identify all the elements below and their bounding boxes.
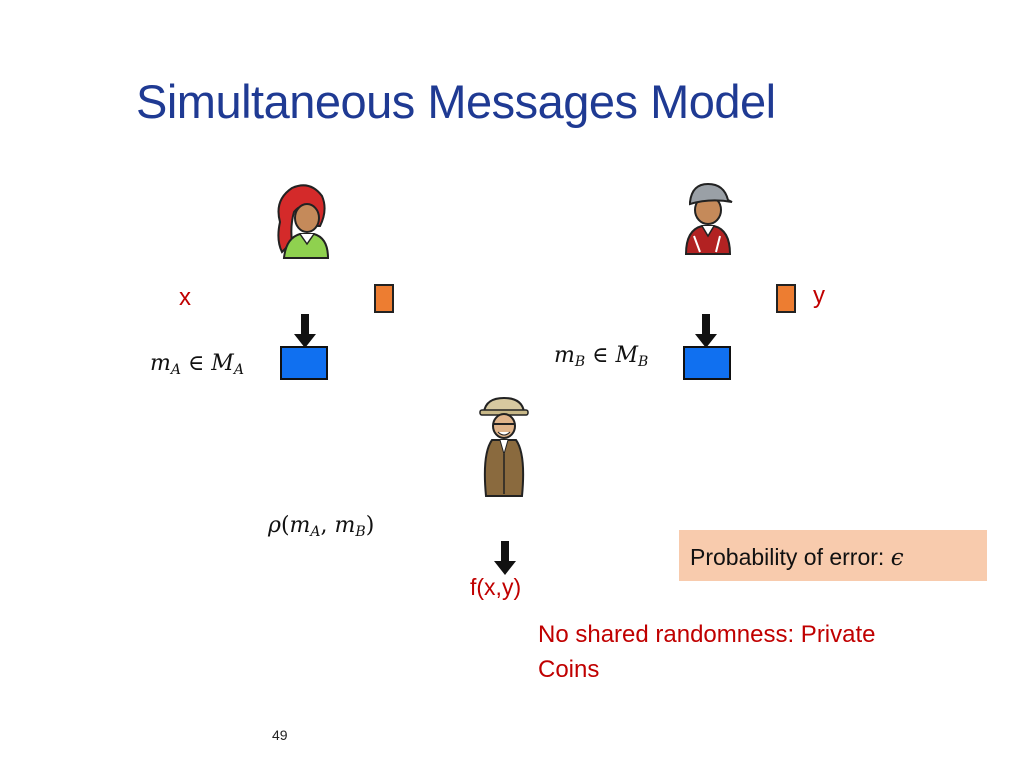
woman-avatar-icon	[277, 184, 330, 259]
page-number: 49	[272, 727, 288, 743]
arrow-down-icon	[695, 314, 717, 348]
bob-message-label: mB ∈ MB	[554, 343, 649, 370]
bob-message-box	[683, 346, 731, 380]
bob-input-label: y	[813, 282, 825, 309]
error-probability-box: Probability of error: ϵ	[679, 530, 987, 581]
alice-message-box	[280, 346, 328, 380]
alice-message-label: mA ∈ MA	[150, 351, 244, 378]
referee-function: ρ(mA, mB)	[268, 513, 375, 540]
alice-input-box	[374, 284, 394, 313]
arrow-down-icon	[494, 541, 516, 575]
man-cap-avatar-icon	[684, 182, 733, 255]
randomness-note: No shared randomness: Private Coins	[538, 621, 876, 683]
output-label: f(x,y)	[470, 574, 522, 600]
slide-title: Simultaneous Messages Model	[136, 75, 776, 128]
alice-input-label: x	[179, 284, 191, 311]
detective-avatar-icon	[479, 396, 529, 497]
bob-input-box	[776, 284, 796, 313]
arrow-down-icon	[294, 314, 316, 348]
